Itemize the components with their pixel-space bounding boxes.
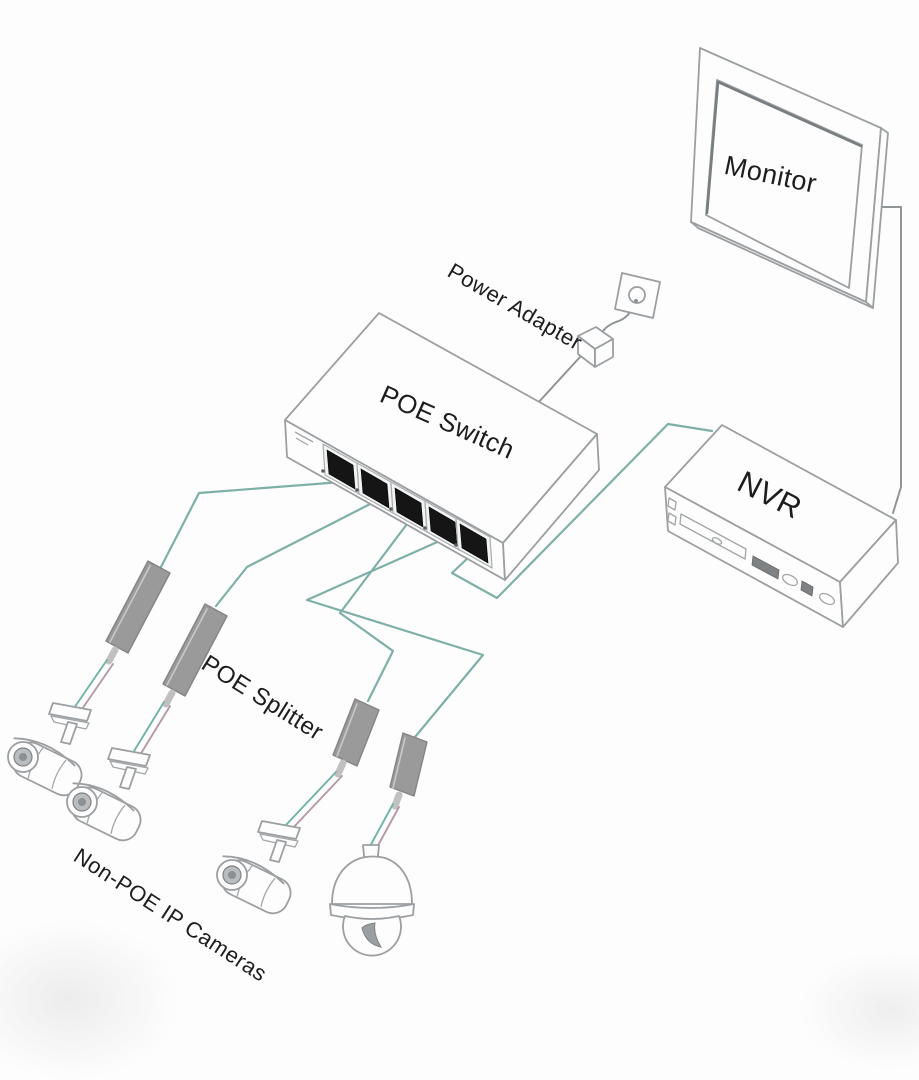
poe-splitter-4 [389, 732, 428, 810]
cable-port5-nvr [450, 422, 714, 600]
diagram-canvas [0, 47, 902, 957]
outlet-plate [614, 272, 661, 319]
nvr [664, 424, 899, 628]
dome-rim [329, 903, 415, 921]
cable-port4-splitter4 [305, 537, 485, 739]
monitor [690, 47, 889, 309]
cable-port3-splitter3 [338, 518, 412, 703]
poe-splitter-1 [105, 560, 171, 665]
outlet-socket [628, 286, 646, 304]
power-adapter [577, 326, 614, 368]
dome-bell [331, 855, 413, 905]
monitor-depth-bottom [690, 221, 874, 309]
cable-monitor-nvr [876, 206, 902, 514]
outlet-pin-hole [634, 299, 638, 303]
nvr-front-details [667, 497, 836, 606]
dome-inner-camera [361, 922, 383, 948]
switch-right-face [502, 433, 600, 581]
camera-cables [73, 659, 400, 852]
nvr-vga-port [751, 555, 780, 580]
cable-port2-splitter2 [214, 499, 378, 608]
switch-front-print [294, 431, 314, 446]
ethernet-cables [159, 422, 714, 739]
poe-switch [284, 312, 600, 581]
cable-adapter-switch [536, 356, 581, 405]
poe-splitter-3 [332, 698, 380, 778]
nvr-disc-tray [679, 513, 747, 560]
nvr-usb-port [800, 580, 814, 597]
poe-splitters [105, 560, 428, 810]
bullet-camera-3 [208, 820, 301, 920]
wall-outlet [614, 272, 661, 319]
switch-ports [321, 443, 493, 569]
dome-camera [329, 844, 415, 957]
cable-port1-splitter1 [159, 480, 344, 569]
poe-splitter-2 [162, 603, 228, 708]
poe-network-diagram: Monitor Power Adapter POE Switch NVR POE… [0, 47, 919, 1080]
nvr-right-face [839, 519, 899, 628]
monitor-screen-shadow [705, 80, 863, 215]
bullet-camera-1 [0, 702, 92, 802]
